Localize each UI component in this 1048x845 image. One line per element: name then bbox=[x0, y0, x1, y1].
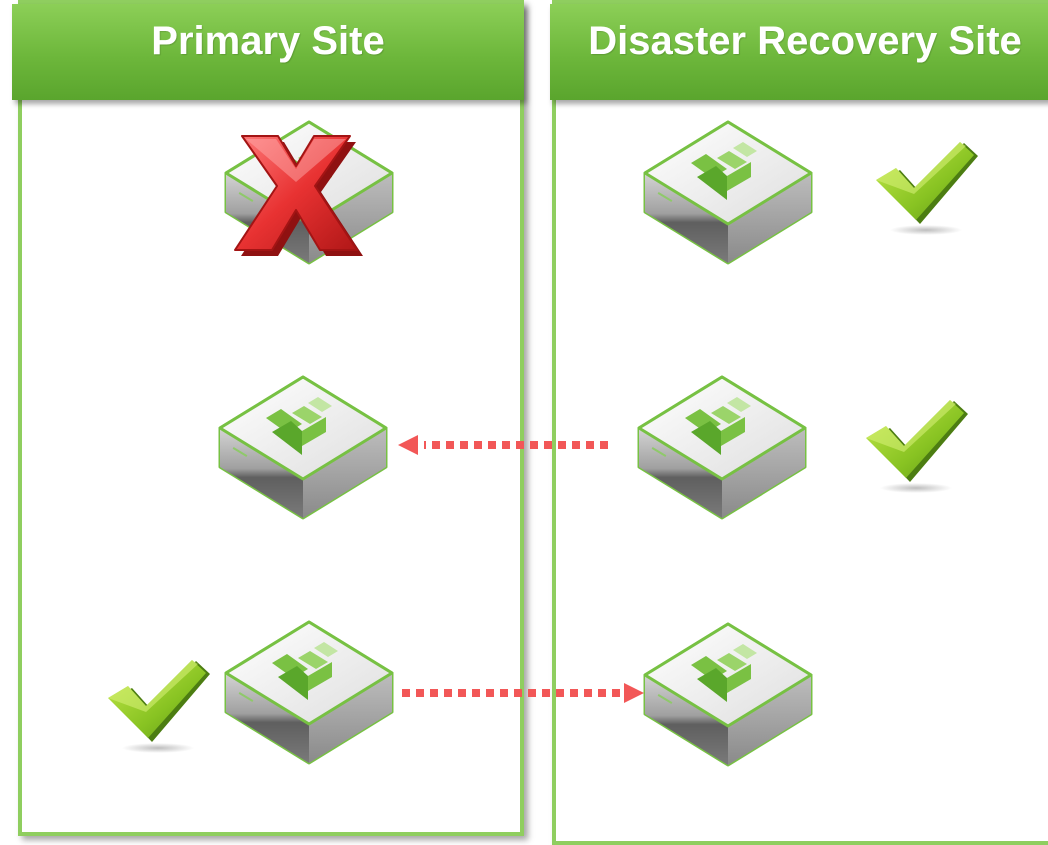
dr-appliance-3 bbox=[643, 622, 813, 767]
dr-appliance-2 bbox=[637, 375, 807, 520]
dr-appliance-1 bbox=[643, 120, 813, 265]
checkmark-icon bbox=[108, 660, 210, 753]
checkmark-icon bbox=[876, 142, 978, 235]
primary-site-header: Primary Site bbox=[12, 4, 524, 100]
primary-appliance-2 bbox=[218, 375, 388, 520]
primary-appliance-3 bbox=[224, 620, 394, 765]
checkmark-icon bbox=[866, 400, 968, 493]
replication-arrow-dr-to-primary bbox=[398, 435, 608, 455]
dr-site-header: Disaster Recovery Site bbox=[550, 4, 1048, 100]
replication-arrow-primary-to-dr bbox=[402, 683, 644, 703]
